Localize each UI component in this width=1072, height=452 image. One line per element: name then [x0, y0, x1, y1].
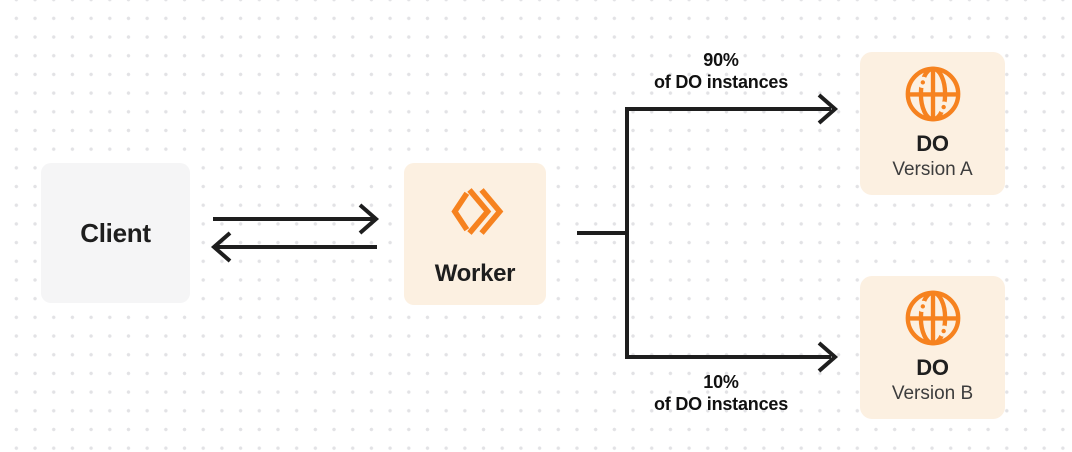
do-a-subtitle: Version A [892, 159, 973, 181]
percent-top: 90% [703, 50, 739, 70]
arrow-to-version-b-head [817, 341, 839, 373]
arrow-to-version-a-head [817, 93, 839, 125]
arrow-worker-to-client-head [210, 231, 232, 263]
arrow-client-to-worker-head [358, 203, 380, 235]
branch-line-bottom [625, 233, 831, 359]
edge-label-version-a: 90% of DO instances [611, 50, 831, 94]
do-b-subtitle: Version B [891, 383, 974, 405]
worker-label: Worker [434, 260, 516, 287]
do-a-title: DO [916, 131, 949, 156]
edge-label-version-b: 10% of DO instances [611, 372, 831, 416]
globe-icon [905, 290, 960, 346]
node-worker: Worker [404, 163, 546, 305]
branch-line-top [625, 107, 831, 233]
node-client: Client [41, 163, 190, 303]
globe-icon [905, 66, 960, 122]
workers-logo-icon [450, 188, 503, 235]
client-label: Client [80, 217, 151, 248]
caption-top: of DO instances [653, 71, 789, 92]
node-do-version-a: DO Version A [860, 52, 1005, 195]
percent-bottom: 10% [703, 372, 739, 392]
caption-bottom: of DO instances [653, 393, 789, 414]
do-b-title: DO [916, 355, 949, 380]
node-do-version-b: DO Version B [860, 276, 1005, 419]
